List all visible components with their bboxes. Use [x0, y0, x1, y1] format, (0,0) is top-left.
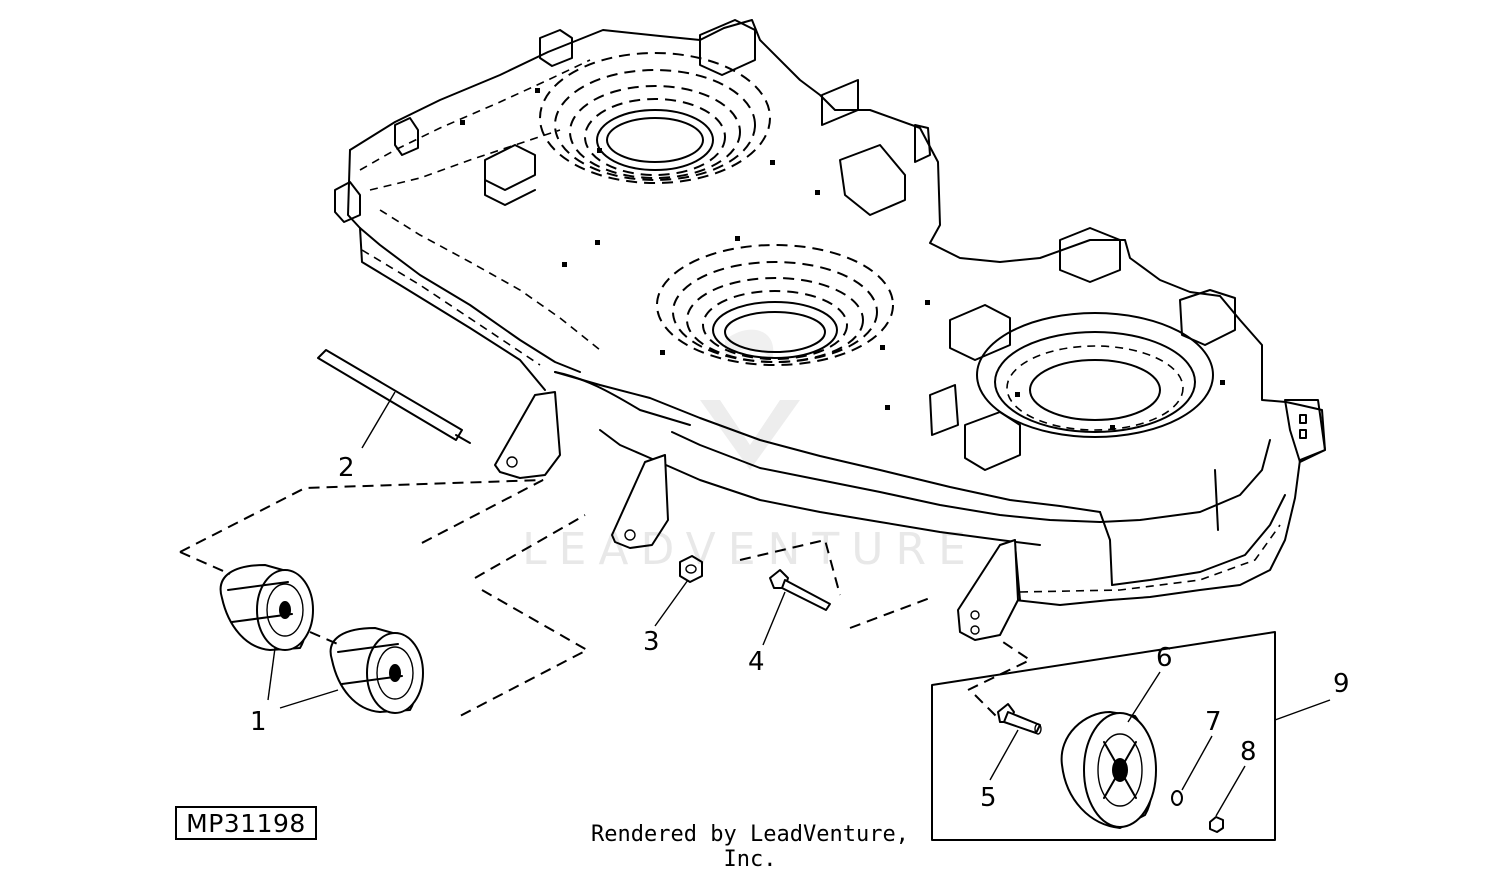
deck-brackets	[334, 19, 1326, 471]
roller-1-upper	[219, 564, 314, 651]
shaft-part	[317, 349, 471, 444]
callout-5: 5	[980, 783, 997, 813]
drawing-code-label: MP31198	[175, 806, 317, 840]
callout-7: 7	[1205, 707, 1222, 737]
callout-4: 4	[748, 647, 765, 677]
mower-deck-body	[347, 19, 1326, 606]
bolt-part	[769, 569, 831, 611]
callout-8: 8	[1240, 737, 1257, 767]
roller-bracket-center	[611, 454, 669, 549]
footer-credit: Rendered by LeadVenture, Inc.	[591, 822, 909, 872]
wheel-part	[1060, 711, 1157, 829]
callout-6: 6	[1156, 643, 1173, 673]
drawing-code-text: MP31198	[186, 808, 306, 838]
nut-part	[679, 555, 703, 583]
callout-numbers: 1 2 3 4 5 6 7 8 9	[250, 453, 1350, 813]
spindle-opening-right	[976, 312, 1214, 438]
callout-1: 1	[250, 707, 267, 737]
roller-bracket-right	[957, 539, 1019, 641]
leader-lines	[267, 391, 1246, 817]
lock-nut-part	[1209, 816, 1224, 833]
axle-pin-part	[997, 703, 1042, 735]
callout-3: 3	[643, 627, 660, 657]
wheel-assembly-box	[931, 631, 1331, 841]
callout-2: 2	[338, 453, 355, 483]
roller-bracket-left	[494, 391, 561, 479]
callout-9: 9	[1333, 669, 1350, 699]
washer-part	[1171, 790, 1183, 806]
spindle-opening-left	[539, 52, 771, 184]
spindle-opening-center	[656, 244, 894, 366]
roller-1-lower	[329, 627, 424, 714]
mounting-holes	[460, 88, 1225, 430]
assembly-guide-lines	[179, 479, 1033, 721]
